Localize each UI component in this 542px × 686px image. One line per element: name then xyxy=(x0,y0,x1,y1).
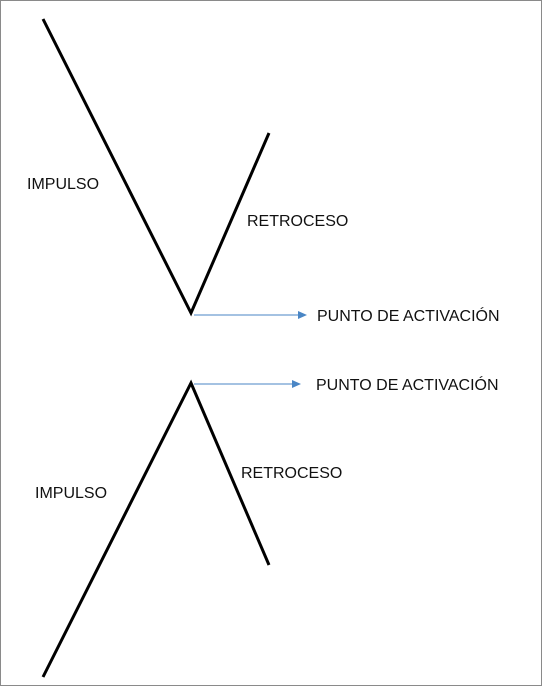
top-zigzag-line xyxy=(41,18,271,317)
bottom-pullback-label: RETROCESO xyxy=(241,465,342,482)
top-trigger-label: PUNTO DE ACTIVACIÓN xyxy=(317,306,500,325)
top-pattern: IMPULSO RETROCESO PUNTO DE ACTIVACIÓN xyxy=(27,18,500,325)
top-impulse-label: IMPULSO xyxy=(27,176,99,193)
top-trigger-arrowhead-icon xyxy=(298,311,307,319)
bottom-trigger-arrowhead-icon xyxy=(292,380,301,388)
bottom-impulse-label: IMPULSO xyxy=(35,485,107,502)
bottom-pattern: IMPULSO RETROCESO PUNTO DE ACTIVACIÓN xyxy=(35,375,499,678)
bottom-zigzag-line xyxy=(41,379,271,678)
bottom-trigger-label: PUNTO DE ACTIVACIÓN xyxy=(316,375,499,394)
top-pullback-label: RETROCESO xyxy=(247,213,348,230)
